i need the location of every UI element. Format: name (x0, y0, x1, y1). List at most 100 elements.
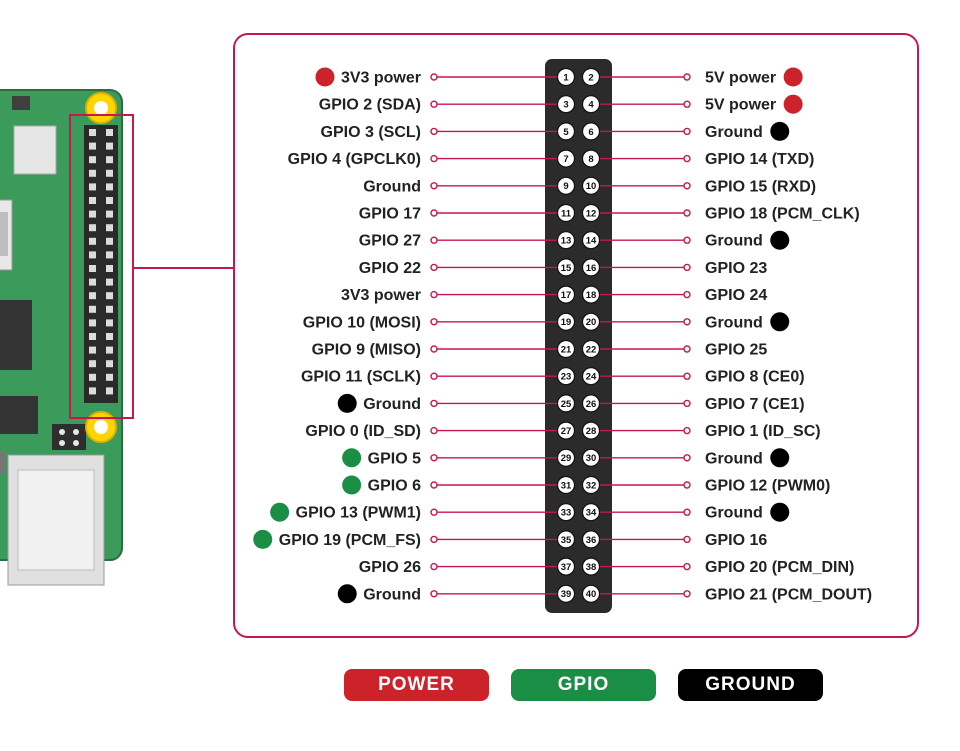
pin-row-right-26: GPIO 7 (CE1)26 (581, 394, 805, 413)
pin-circle (581, 67, 601, 87)
pin-label: GPIO 0 (ID_SD) (305, 423, 421, 440)
ground-dot (770, 121, 790, 141)
pin-number: 4 (588, 100, 594, 111)
board-pin (106, 142, 113, 150)
pin-label: GPIO 27 (359, 233, 421, 250)
pin-leader-end (683, 209, 691, 217)
power-dot (315, 67, 335, 87)
pin-row-right-8: GPIO 14 (TXD)8 (581, 149, 814, 168)
board-pin (106, 305, 113, 313)
gpio-dot (342, 475, 362, 495)
pin-label: GPIO 23 (705, 260, 767, 277)
pin-label: GPIO 18 (PCM_CLK) (705, 206, 860, 223)
board-pin (89, 142, 96, 150)
pin-circle (556, 448, 576, 467)
board-pin (106, 129, 113, 136)
pin-number: 1 (563, 72, 569, 83)
board-pin (106, 156, 113, 164)
pin-row-right-24: GPIO 8 (CE0)24 (581, 367, 805, 386)
board-pin (89, 237, 96, 245)
pin-number: 23 (561, 372, 572, 383)
pin-circle (581, 367, 601, 386)
pin-circle (581, 231, 601, 250)
pin-label: GPIO 22 (359, 260, 421, 277)
board-pin (89, 387, 96, 395)
pin-label: Ground (705, 450, 763, 467)
pin-label: GPIO 15 (RXD) (705, 178, 816, 195)
pin-label: GPIO 21 (PCM_DOUT) (705, 586, 872, 603)
pin-circle (581, 339, 601, 359)
pin-row-left-19: GPIO 10 (MOSI)19 (303, 312, 576, 331)
pin-number: 35 (561, 535, 572, 546)
pin-circle (556, 122, 576, 141)
pin-circle (581, 258, 601, 277)
pin-leader-end (683, 372, 691, 380)
pin-circle (581, 448, 601, 467)
pin-leader-end (683, 100, 691, 108)
pin-label: GPIO 17 (359, 206, 421, 223)
pin-label: GPIO 4 (GPCLK0) (288, 151, 421, 168)
board-pin (89, 251, 96, 259)
board-pin (89, 292, 96, 300)
board-pin (89, 210, 96, 218)
board-pin (89, 319, 96, 327)
pin-label: 5V power (705, 97, 776, 114)
pin-row-right-38: GPIO 20 (PCM_DIN)38 (581, 557, 854, 576)
pin-circle (556, 149, 576, 168)
pin-leader-end (430, 372, 438, 380)
pin-circle (556, 203, 576, 223)
pin-label: GPIO 11 (SCLK) (301, 369, 421, 386)
pin-leader-end (683, 481, 691, 489)
pin-number: 37 (561, 562, 572, 573)
pin-leader-end (683, 508, 691, 516)
pin-row-left-35: GPIO 19 (PCM_FS) 35 (253, 529, 576, 549)
pin-circle (581, 557, 601, 576)
pin-number: 33 (561, 508, 572, 519)
board-pin (106, 237, 113, 245)
pin-leader-end (430, 454, 438, 462)
pin-circle (556, 584, 576, 603)
pin-label: GPIO 25 (705, 342, 767, 359)
board-pin (106, 278, 113, 286)
pin-label: GPIO 1 (ID_SC) (705, 423, 821, 440)
pin-number: 30 (586, 453, 597, 464)
pin-row-right-4: 5V power 4 (581, 94, 803, 114)
pin-label: GPIO 16 (705, 532, 767, 549)
board-pin (106, 373, 113, 381)
pin-leader-end (430, 562, 438, 571)
pin-leader-end (430, 535, 438, 544)
power-dot (783, 94, 803, 114)
board-pin (106, 183, 113, 191)
pin-leader-end (430, 399, 438, 408)
gpio-dot (342, 448, 362, 468)
pin-leader-end (430, 426, 438, 435)
pin-circle (556, 339, 576, 359)
pin-number: 16 (586, 263, 597, 274)
pin-circle (556, 367, 576, 386)
pin-label: Ground (705, 233, 763, 250)
pin-label: GPIO 12 (PWM0) (705, 478, 830, 495)
pin-label: GPIO 19 (PCM_FS) (279, 532, 421, 549)
pin-circle (581, 312, 601, 331)
pin-number: 8 (588, 154, 593, 165)
pin-leader-end (683, 182, 691, 190)
board-pin (106, 251, 113, 259)
pin-row-right-10: GPIO 15 (RXD)10 (581, 176, 816, 195)
ground-dot (770, 502, 790, 522)
pin-leader-end (683, 535, 691, 544)
pin-circle (556, 285, 576, 304)
pin-leader-end (683, 454, 691, 462)
pin-number: 7 (563, 154, 568, 165)
pin-circle (581, 176, 601, 195)
